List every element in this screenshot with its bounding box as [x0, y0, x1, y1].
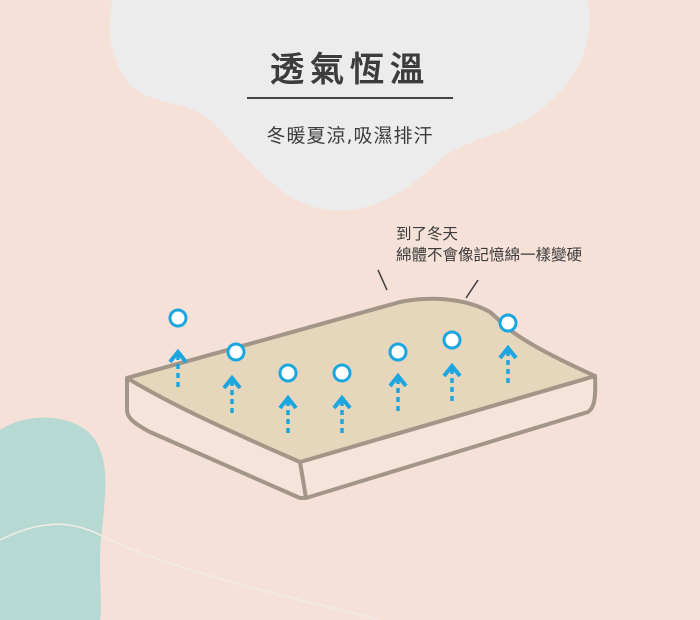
page-title: 透氣恆溫: [270, 50, 430, 90]
callout-line-left: [377, 269, 388, 291]
arrow-up-icon: [168, 348, 188, 364]
arrow-up-icon: [222, 374, 242, 390]
callout-line-1: 到了冬天: [396, 225, 459, 243]
callout-line-right: [465, 279, 479, 299]
air-bubble-icon: [168, 308, 188, 328]
decorative-line: [0, 523, 381, 620]
arrow-up-icon: [278, 394, 298, 410]
subtitle: 冬暖夏涼,吸濕排汗: [266, 125, 434, 147]
arrow-up-icon: [498, 344, 518, 360]
teal-blob: [0, 417, 106, 620]
arrow-up-icon: [332, 394, 352, 410]
arrow-up-icon: [442, 362, 462, 378]
callout-note: 到了冬天 綿體不會像記憶綿一樣變硬: [396, 224, 582, 266]
air-bubble-icon: [278, 363, 298, 383]
air-bubble-icon: [498, 313, 518, 333]
mattress: [125, 296, 598, 500]
air-bubble-icon: [442, 330, 462, 350]
air-bubble-icon: [332, 363, 352, 383]
cloud-shape: [109, 0, 590, 211]
title-divider: [247, 97, 453, 99]
callout-line-2: 綿體不會像記憶綿一樣變硬: [396, 246, 583, 264]
airflow-group: [168, 308, 518, 434]
mattress-top: [125, 296, 597, 464]
arrow-up-icon: [388, 372, 408, 388]
air-bubble-icon: [226, 342, 246, 362]
air-bubble-icon: [388, 342, 408, 362]
